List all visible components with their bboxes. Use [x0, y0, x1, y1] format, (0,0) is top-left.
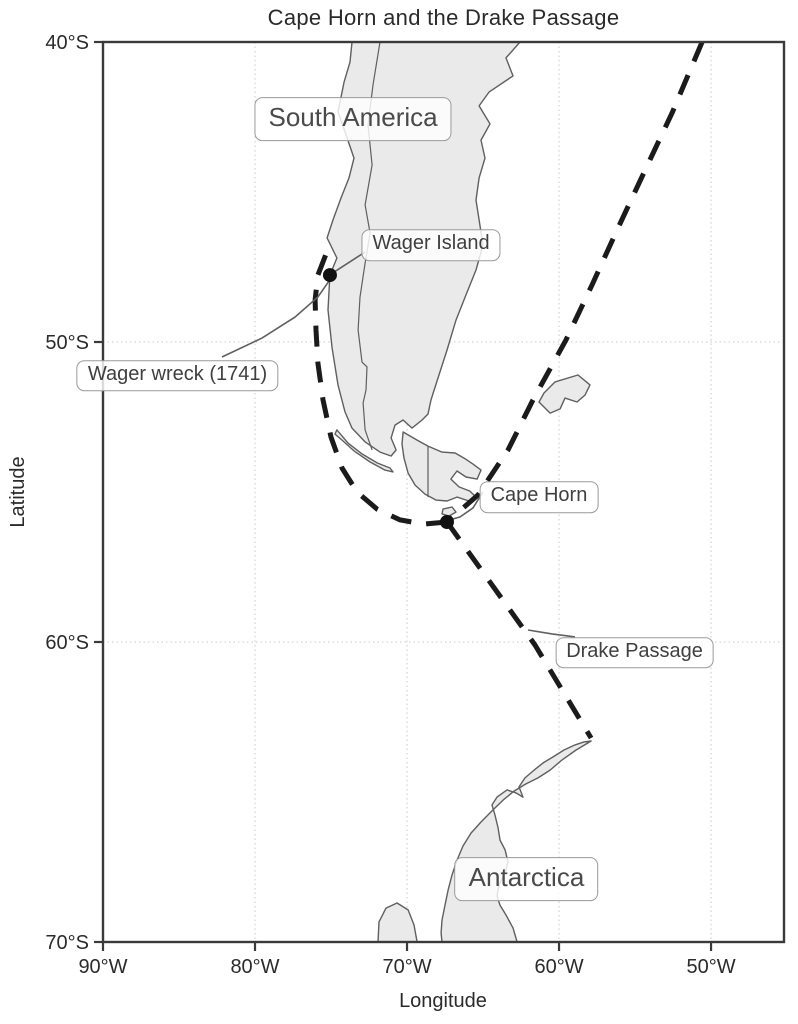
drake-passage-label-leader [527, 629, 576, 638]
y-tick-label-50°S: 50°S [45, 332, 89, 354]
wager-island-marker [322, 268, 337, 283]
y-axis-title: Latitude [7, 456, 29, 527]
antarctic-peninsula [440, 740, 592, 942]
island-chain-sliver [334, 429, 394, 473]
x-tick-label-50°W: 50°W [686, 956, 735, 978]
x-tick-label-70°W: 70°W [382, 956, 431, 978]
route-drake-passage [444, 520, 594, 740]
wager-island-label-leader [333, 251, 366, 273]
route-atlantic-approach [445, 42, 705, 524]
wager-island-label: Wager Island [361, 229, 501, 261]
plot-frame [101, 40, 786, 944]
cape-horn-label-leader [449, 491, 484, 521]
x-tick-label-80°W: 80°W [230, 956, 279, 978]
axes-layer: 90°W 80°W 70°W 60°W 50°W 40°S 50°S 60°S 70°S [45, 32, 786, 978]
y-tick-label-60°S: 60°S [45, 632, 89, 654]
leader-line-layer [221, 251, 576, 638]
cape-horn-marker [439, 515, 454, 529]
south-america-label: South America [254, 97, 452, 141]
wager-wreck-label: Wager wreck (1741) [76, 360, 279, 392]
cape-horn-label: Cape Horn [479, 481, 599, 513]
hornos-islet [441, 506, 457, 517]
marker-layer [322, 268, 454, 529]
x-tick-label-60°W: 60°W [534, 956, 583, 978]
antarctica-label: Antarctica [454, 857, 599, 901]
y-tick-label-40°S: 40°S [45, 32, 89, 54]
tierra-del-fuego [401, 431, 482, 502]
y-tick-label-70°S: 70°S [45, 932, 89, 954]
falkland-islands [538, 374, 591, 414]
x-tick-label-90°W: 90°W [78, 956, 127, 978]
antarctic-islet [377, 902, 418, 942]
x-axis-title: Longitude [399, 990, 487, 1012]
drake-passage-label: Drake Passage [555, 636, 714, 669]
chart-title: Cape Horn and the Drake Passage [267, 5, 620, 30]
wager-wreck-label-leader [221, 280, 330, 358]
